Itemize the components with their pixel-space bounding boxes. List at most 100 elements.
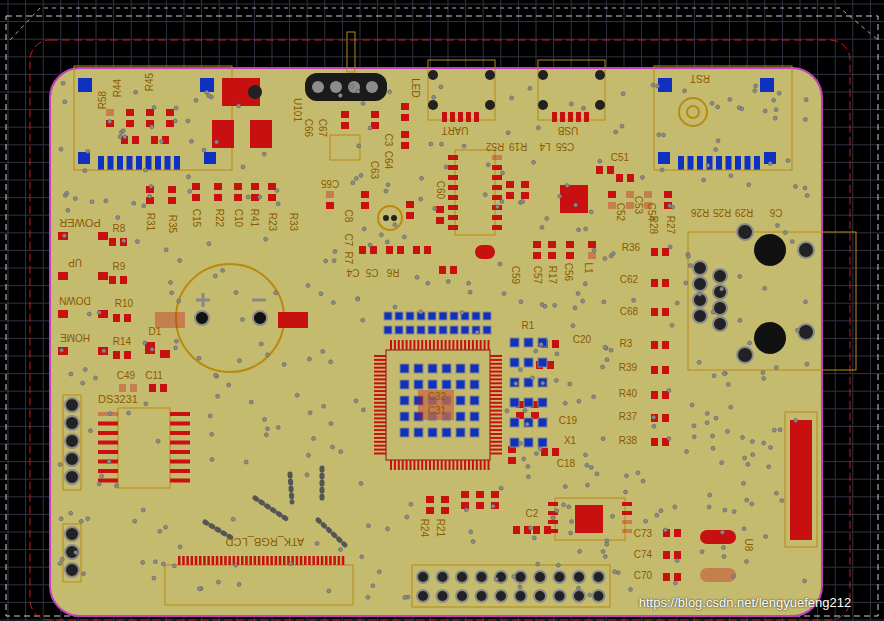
via	[368, 126, 372, 130]
via	[688, 264, 692, 268]
mcu-pin	[490, 367, 502, 369]
via	[237, 582, 241, 586]
mcu-pin	[374, 437, 386, 439]
smd-pad	[607, 166, 614, 174]
via	[102, 349, 106, 353]
battery-hole	[253, 311, 267, 325]
connector-pin	[108, 156, 114, 170]
via	[609, 348, 613, 352]
pcb-board	[50, 68, 822, 616]
via	[324, 259, 328, 263]
header-pin	[65, 563, 79, 577]
silkscreen-label: C51	[611, 153, 629, 163]
silkscreen-label: C31	[428, 406, 446, 416]
via	[276, 425, 280, 429]
fpc-pin	[262, 556, 265, 565]
via	[246, 195, 250, 199]
via	[692, 424, 696, 428]
via	[208, 414, 212, 418]
header-pin	[515, 571, 527, 583]
via	[62, 234, 66, 238]
mcu-pin	[464, 340, 466, 350]
smd-pad	[596, 166, 603, 174]
fpc-pin	[275, 556, 278, 565]
mcu-pin	[374, 417, 386, 419]
mcu-pin	[402, 460, 404, 470]
silkscreen-label: HOME	[60, 332, 90, 342]
bga-pad	[400, 396, 409, 405]
mcu-pin	[490, 445, 502, 447]
via	[275, 189, 279, 193]
smd-pad	[663, 551, 670, 559]
silkscreen-label: R26	[691, 207, 709, 217]
via	[74, 551, 78, 555]
silkscreen-label: R22	[214, 209, 224, 227]
via	[357, 144, 361, 148]
silkscreen-label: R44	[113, 79, 123, 97]
via	[611, 514, 615, 518]
mcu-pin	[410, 340, 412, 350]
fpc-pin	[212, 556, 215, 565]
via	[169, 280, 173, 284]
bga-pad	[456, 412, 465, 421]
fpc-pin	[199, 556, 202, 565]
via	[93, 376, 97, 380]
header-pin	[437, 571, 449, 583]
ic-pin	[492, 175, 502, 180]
silkscreen-label: C11	[145, 371, 163, 381]
plus-sign	[196, 293, 210, 307]
mcu-pin	[490, 390, 502, 392]
mcu-pin	[406, 340, 408, 350]
mcu-pin	[490, 425, 502, 427]
via	[186, 119, 190, 123]
via	[532, 536, 536, 540]
via	[386, 527, 390, 531]
bga-pad	[470, 412, 479, 421]
smd-pad	[166, 109, 174, 116]
via	[595, 472, 599, 476]
bga-pad	[414, 428, 423, 437]
rj45-pin	[693, 293, 707, 307]
bga-pad	[510, 358, 519, 367]
via	[774, 491, 778, 495]
smd-pad	[406, 201, 414, 208]
via	[83, 368, 87, 372]
bga-pad	[400, 380, 409, 389]
usb-pin	[576, 112, 581, 122]
via	[545, 217, 549, 221]
mcu-pin	[374, 453, 386, 455]
via	[143, 341, 147, 345]
rj45-pin	[713, 317, 727, 331]
via	[210, 432, 214, 436]
smd-pad	[521, 181, 529, 188]
mcu-pin	[490, 449, 502, 451]
via	[366, 595, 370, 599]
via	[227, 383, 231, 387]
bga-pad	[428, 428, 437, 437]
via	[73, 197, 77, 201]
via	[356, 89, 360, 93]
silkscreen-label: R25	[713, 207, 731, 217]
via	[711, 434, 715, 438]
via	[598, 159, 602, 163]
ic-pin	[98, 412, 118, 416]
smd-pad	[566, 252, 574, 259]
fpc-pin	[342, 556, 345, 565]
connector-pin	[707, 156, 713, 170]
via	[767, 465, 771, 469]
bga-pad	[524, 358, 533, 367]
via	[705, 421, 709, 425]
via	[58, 463, 62, 467]
via	[160, 139, 164, 143]
silkscreen-label: R52	[486, 141, 504, 151]
smd-pad	[361, 202, 369, 209]
silkscreen-label: R39	[619, 363, 637, 373]
bga-pad	[428, 364, 437, 373]
smd-pad	[371, 111, 379, 118]
smd-pad	[192, 183, 200, 190]
smd-pad	[674, 529, 681, 537]
header-outline	[63, 524, 81, 582]
via	[384, 189, 388, 193]
smd-pad	[361, 191, 369, 198]
silkscreen-label: UP	[68, 257, 82, 267]
